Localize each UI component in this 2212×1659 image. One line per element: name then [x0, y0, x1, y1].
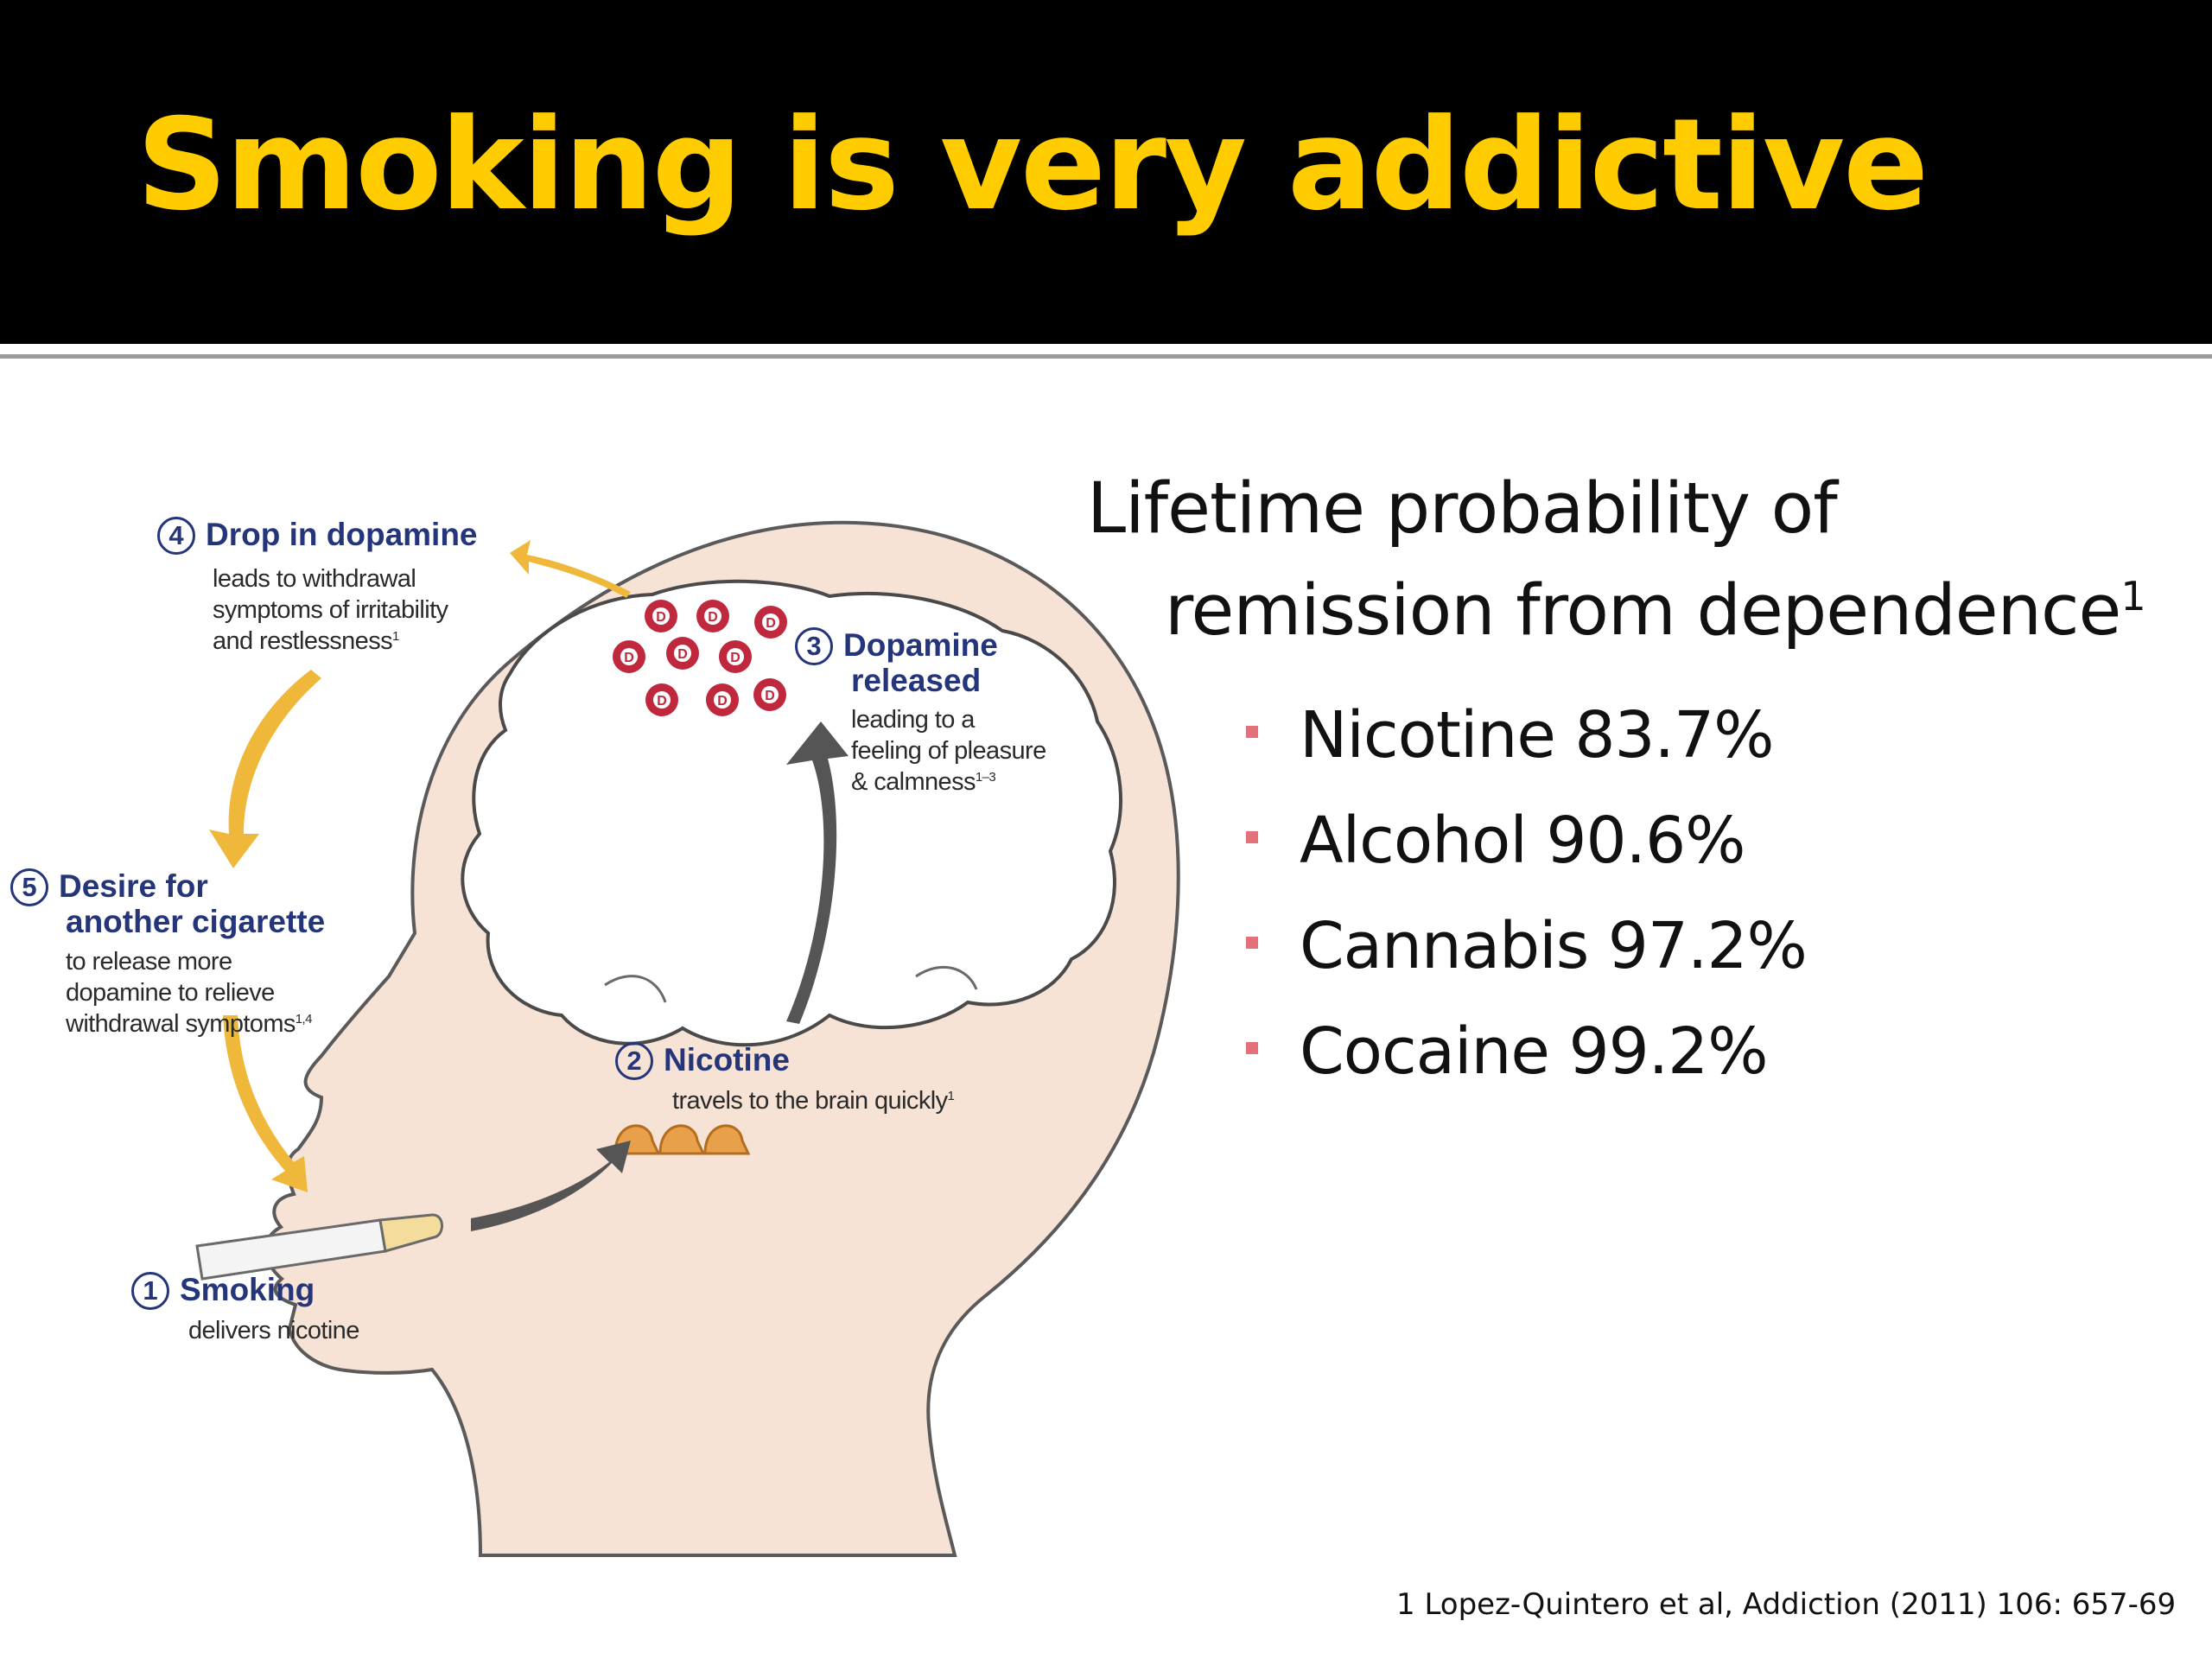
step-5-title: 5 Desire for: [10, 868, 208, 906]
headline-line-2-wrap: remission from dependence1: [1087, 560, 2146, 662]
dopamine-label: D: [708, 610, 718, 625]
step-2-number: 2: [615, 1042, 653, 1080]
cigarette: [195, 1213, 443, 1281]
step-4-ref: 1: [392, 629, 399, 644]
step-4-description: leads to withdrawal symptoms of irritabi…: [213, 563, 448, 657]
brain-fold: [604, 975, 667, 1003]
step-2-line: travels to the brain quickly: [672, 1087, 948, 1115]
brain: [461, 579, 1122, 1047]
step-5-title-line2: another cigarette: [66, 904, 326, 939]
list-item: Cocaine 99.2%: [1244, 999, 1807, 1104]
step-3-ref: 1–3: [975, 770, 996, 785]
arrow-nicotine-to-brain: [786, 721, 849, 1024]
step-3-line: feeling of pleasure: [851, 737, 1046, 765]
step-3-line: & calmness: [851, 768, 976, 796]
dopamine-molecule: D: [754, 606, 787, 639]
list-item-text: Cocaine 99.2%: [1300, 1014, 1769, 1089]
headline-ref: 1: [2120, 573, 2145, 620]
step-2-label: Nicotine: [664, 1042, 790, 1077]
step-1-line: delivers nicotine: [188, 1317, 359, 1344]
title-divider: [0, 344, 2212, 351]
title-divider-line: [0, 354, 2212, 359]
step-1-number: 1: [131, 1272, 169, 1310]
step-2-title: 2 Nicotine: [615, 1042, 790, 1080]
title-bar: Smoking is very addictive: [0, 0, 2212, 344]
step-5-number: 5: [10, 868, 48, 906]
step-5-line: withdrawal symptoms: [66, 1010, 296, 1038]
arrow-drop-to-desire: [209, 670, 321, 868]
dopamine-label: D: [656, 610, 666, 625]
step-3-title-line2: released: [851, 663, 982, 698]
step-4-title: 4 Drop in dopamine: [157, 517, 478, 555]
list-item-text: Cannabis 97.2%: [1300, 909, 1808, 983]
remission-headline: Lifetime probability of remission from d…: [1087, 458, 2146, 662]
dopamine-molecule: D: [666, 637, 699, 670]
arrow-desire-to-smoking: [223, 1015, 308, 1192]
arrow-brain-to-drop: [510, 540, 631, 598]
dopamine-label: D: [730, 651, 741, 665]
brain-fold: [915, 965, 978, 990]
dopamine-molecule: D: [613, 640, 645, 673]
step-3-line: leading to a: [851, 706, 975, 734]
list-item: Cannabis 97.2%: [1244, 893, 1808, 999]
headline-line-2: remission from dependence: [1165, 570, 2121, 652]
bullet-icon: [1246, 1042, 1258, 1054]
addiction-cycle-diagram: D D D D D D D D D 4 Drop in dopamine lead…: [0, 380, 1227, 1624]
step-4-line: and restlessness: [213, 627, 393, 655]
list-item: Nicotine 83.7%: [1244, 683, 1807, 788]
step-2-description: travels to the brain quickly1: [672, 1085, 955, 1116]
step-4-line: symptoms of irritability: [213, 596, 448, 624]
dopamine-molecule: D: [645, 683, 678, 716]
bullet-icon: [1246, 726, 1258, 738]
dopamine-label: D: [717, 694, 728, 709]
step-1-label: Smoking: [180, 1272, 315, 1307]
step-5-description: to release more dopamine to relieve with…: [66, 946, 312, 1039]
step-3-label: Dopamine: [843, 627, 998, 663]
dopamine-label: D: [765, 689, 775, 703]
step-1-title: 1 Smoking: [131, 1272, 315, 1310]
list-item-text: Nicotine 83.7%: [1300, 698, 1774, 772]
bullet-icon: [1246, 937, 1258, 949]
step-5-ref: 1,4: [295, 1012, 313, 1027]
step-2-ref: 1: [947, 1089, 955, 1103]
dopamine-molecule: D: [719, 640, 752, 673]
step-4-line: leads to withdrawal: [213, 565, 416, 593]
dopamine-molecule: D: [753, 678, 786, 711]
diagram-illustration: D D D D D D D D D: [195, 520, 1180, 1557]
dopamine-molecule: D: [645, 600, 677, 632]
step-5-label: Desire for: [59, 868, 208, 904]
list-item-text: Alcohol 90.6%: [1300, 804, 1745, 878]
nicotine-particles: [613, 1124, 751, 1155]
bullet-icon: [1246, 831, 1258, 843]
step-1-description: delivers nicotine: [188, 1315, 359, 1346]
dopamine-label: D: [766, 616, 776, 631]
dopamine-label: D: [657, 694, 667, 709]
dopamine-molecule: D: [696, 600, 729, 632]
list-item: Alcohol 90.6%: [1244, 788, 1807, 893]
dopamine-molecule: D: [706, 683, 739, 716]
step-4-label: Drop in dopamine: [206, 517, 478, 552]
headline-line-1: Lifetime probability of: [1087, 468, 1838, 550]
citation: 1 Lopez-Quintero et al, Addiction (2011)…: [1396, 1587, 2177, 1622]
slide-title: Smoking is very addictive: [137, 92, 1929, 238]
dopamine-label: D: [677, 647, 688, 662]
dopamine-label: D: [624, 651, 634, 665]
step-3-title: 3 Dopamine: [795, 627, 998, 665]
step-5-line: dopamine to relieve: [66, 979, 275, 1007]
step-3-description: leading to a feeling of pleasure & calmn…: [851, 704, 1046, 798]
step-4-number: 4: [157, 517, 195, 555]
step-3-number: 3: [795, 627, 833, 665]
dopamine-molecules: D D D D D D D D D: [613, 600, 787, 716]
step-5-line: to release more: [66, 948, 232, 976]
arrow-cigarette-to-nicotine: [471, 1141, 631, 1231]
remission-list: Nicotine 83.7% Alcohol 90.6% Cannabis 97…: [1244, 683, 1808, 1104]
